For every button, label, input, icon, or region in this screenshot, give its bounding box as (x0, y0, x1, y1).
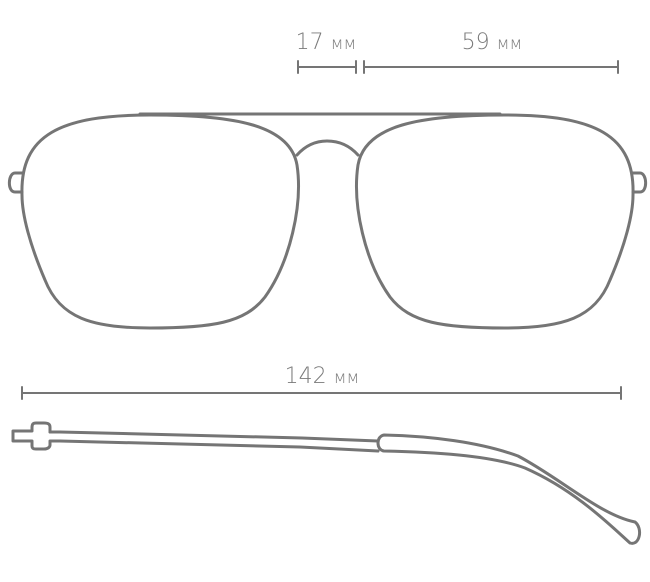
temple-hinge-end (11, 421, 62, 451)
bridge (295, 139, 360, 157)
lens-dimension-line (363, 60, 619, 74)
left-lens (20, 113, 300, 330)
temple-arm (48, 430, 380, 453)
right-lens (355, 113, 635, 330)
temple-length-label: 142 мм (285, 364, 360, 389)
lens-width-unit: мм (496, 34, 523, 54)
right-hinge (631, 171, 648, 194)
bridge-dimension-line (297, 60, 357, 74)
lens-width-value: 59 (461, 30, 490, 55)
bridge-width-label: 17 мм (296, 30, 357, 55)
temple-length-unit: мм (333, 368, 360, 388)
temple-tip (376, 433, 642, 545)
bridge-width-unit: мм (330, 34, 357, 54)
bridge-width-value: 17 (295, 30, 324, 55)
temple-dimension-line (21, 386, 622, 400)
lens-width-label: 59 мм (462, 30, 523, 55)
temple-length-value: 142 (284, 364, 327, 389)
left-hinge (7, 171, 24, 194)
